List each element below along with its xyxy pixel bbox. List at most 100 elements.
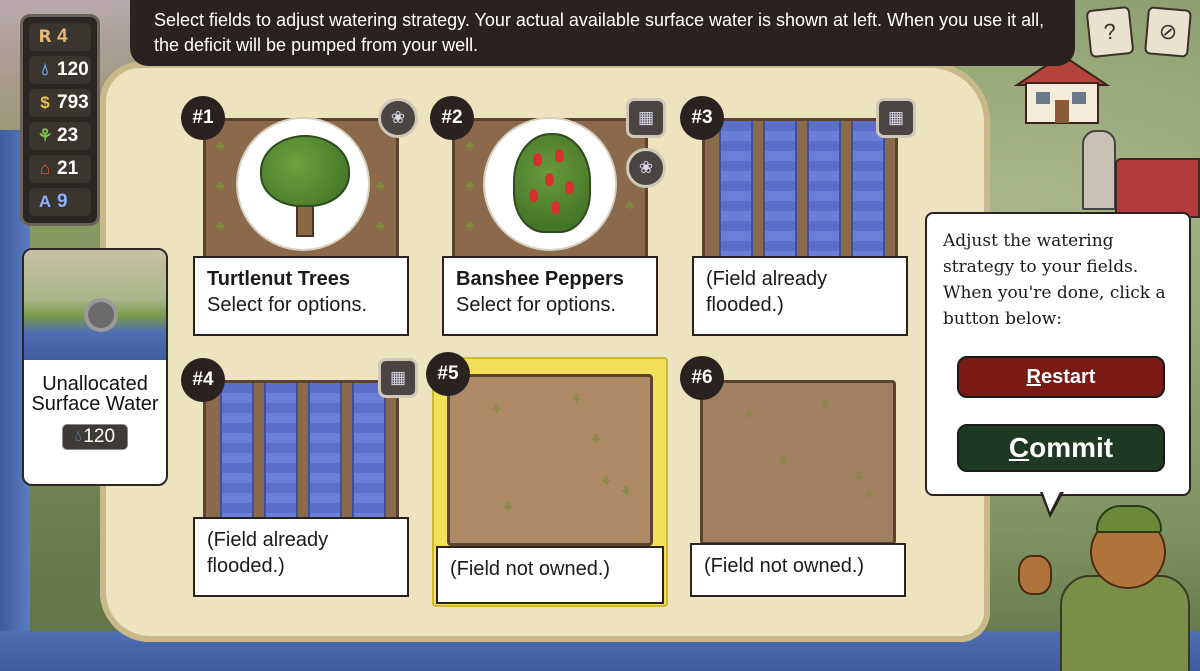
sapling-icon: ♣ bbox=[625, 197, 635, 213]
flood-water bbox=[352, 383, 386, 522]
community-stat: ⌂ 21 bbox=[29, 155, 91, 183]
dialog-text: Adjust the watering strategy to your fie… bbox=[943, 231, 1166, 329]
banner-text: Select fields to adjust watering strateg… bbox=[154, 10, 1045, 55]
stats-panel: R 4 💧︎ 120 $ 793 ⚘ 23 ⌂ 21 A 9 bbox=[20, 14, 100, 226]
weed-icon: ⚘ bbox=[777, 453, 790, 469]
weed-icon: ⚘ bbox=[570, 391, 583, 407]
unallocated-label: Unallocated Surface Water bbox=[31, 373, 159, 415]
unallocated-water-badge: 💧︎ 120 bbox=[62, 424, 128, 450]
farmhouse-illustration bbox=[1013, 53, 1111, 124]
field-2-caption[interactable]: Banshee Peppers Select for options. bbox=[442, 256, 658, 336]
house-icon: ⌂ bbox=[39, 159, 51, 178]
field-2-plot[interactable]: ♣ ♣ ♣ ♣ bbox=[452, 117, 648, 263]
restart-label: estart bbox=[1040, 365, 1096, 388]
field-5-number: #5 bbox=[426, 352, 470, 396]
crops-value: 23 bbox=[57, 125, 79, 146]
help-card-icon: ? bbox=[1102, 18, 1118, 45]
advisor-dialog: Adjust the watering strategy to your fie… bbox=[925, 212, 1191, 496]
sapling-icon: ♣ bbox=[376, 177, 386, 193]
weed-icon: ⚘ bbox=[620, 483, 633, 499]
solar-panel-icon: ▦ bbox=[626, 98, 666, 138]
agent-stat: A 9 bbox=[29, 188, 91, 216]
sapling-icon: ♣ bbox=[216, 217, 226, 233]
solar-panel-icon: ▦ bbox=[378, 358, 418, 398]
field-1-subtitle: Select for options. bbox=[207, 294, 368, 316]
round-stat: R 4 bbox=[29, 23, 91, 51]
sapling-icon: ♣ bbox=[376, 217, 386, 233]
field-3-caption[interactable]: (Field already flooded.) bbox=[692, 256, 908, 336]
field-1-number: #1 bbox=[181, 96, 225, 140]
restart-hotkey: R bbox=[1026, 365, 1041, 388]
sapling-icon: ♣ bbox=[465, 137, 475, 153]
sapling-icon: ♣ bbox=[465, 177, 475, 193]
field-1-caption[interactable]: Turtlenut Trees Select for options. bbox=[193, 256, 409, 336]
weed-icon: ⚘ bbox=[819, 397, 832, 413]
field-4-number: #4 bbox=[181, 358, 225, 402]
water-drop-icon: 💧︎ bbox=[41, 60, 49, 79]
field-2-number: #2 bbox=[430, 96, 474, 140]
flood-water bbox=[851, 121, 885, 260]
canal-pipe-illustration bbox=[24, 250, 166, 360]
instruction-banner: Select fields to adjust watering strateg… bbox=[130, 0, 1075, 66]
money-stat: $ 793 bbox=[29, 89, 91, 117]
field-6-number: #6 bbox=[680, 356, 724, 400]
community-value: 21 bbox=[57, 158, 79, 179]
field-2-title: Banshee Peppers bbox=[456, 268, 624, 290]
field-4-caption[interactable]: (Field already flooded.) bbox=[193, 517, 409, 597]
field-6-caption[interactable]: (Field not owned.) bbox=[690, 543, 906, 597]
water-value: 120 bbox=[57, 59, 89, 80]
toggle-overlay-button[interactable]: ⊘ bbox=[1143, 6, 1193, 58]
round-value: 4 bbox=[57, 26, 68, 47]
sapling-icon: ♣ bbox=[216, 177, 226, 193]
sprout-icon: ⚘ bbox=[37, 126, 53, 145]
agent-value: 9 bbox=[57, 191, 68, 212]
round-letter: R bbox=[38, 27, 52, 47]
solar-panel-icon: ▦ bbox=[876, 98, 916, 138]
field-4-subtitle: (Field already flooded.) bbox=[207, 529, 329, 577]
dialog-tail bbox=[1040, 490, 1064, 518]
money-bag-icon: $ bbox=[40, 93, 50, 112]
silo-illustration bbox=[1082, 130, 1116, 210]
commit-label: ommit bbox=[1029, 432, 1114, 463]
flood-water bbox=[763, 121, 797, 260]
crops-stat: ⚘ 23 bbox=[29, 122, 91, 150]
banshee-pepper-icon bbox=[483, 117, 617, 251]
money-value: 793 bbox=[57, 92, 89, 113]
field-2-subtitle: Select for options. bbox=[456, 294, 617, 316]
sprinkler-icon: ❀ bbox=[626, 148, 666, 188]
barn-illustration bbox=[1115, 158, 1200, 218]
weed-icon: ⚘ bbox=[853, 469, 866, 485]
sprinkler-icon: ❀ bbox=[378, 98, 418, 138]
unallocated-value: 120 bbox=[83, 426, 116, 447]
flood-water bbox=[308, 383, 342, 522]
field-6-plot[interactable]: ⚘ ⚘ ⚘ ⚘ ⚘ bbox=[700, 380, 896, 545]
weed-icon: ⚘ bbox=[590, 431, 603, 447]
help-card-button[interactable]: ? bbox=[1085, 5, 1135, 59]
field-5-caption[interactable]: (Field not owned.) bbox=[436, 546, 664, 604]
pipe-icon bbox=[84, 298, 118, 332]
flood-water bbox=[807, 121, 841, 260]
commit-hotkey: C bbox=[1008, 432, 1030, 463]
flood-water bbox=[264, 383, 298, 522]
field-4-plot[interactable] bbox=[203, 380, 399, 525]
field-6-subtitle: (Field not owned.) bbox=[704, 555, 865, 577]
weed-icon: ⚘ bbox=[600, 473, 613, 489]
unallocated-water-panel: Unallocated Surface Water 💧︎ 120 bbox=[22, 248, 168, 486]
sapling-icon: ♣ bbox=[465, 217, 475, 233]
field-5-plot[interactable]: ⚘ ⚘ ⚘ ⚘ ⚘ ⚘ bbox=[447, 374, 653, 546]
water-drop-icon: 💧︎ bbox=[74, 428, 82, 445]
field-3-plot[interactable] bbox=[702, 118, 898, 263]
weed-icon: ⚘ bbox=[490, 401, 503, 417]
no-leaf-icon: ⊘ bbox=[1157, 18, 1179, 45]
field-5-subtitle: (Field not owned.) bbox=[450, 558, 611, 580]
weed-icon: ⚘ bbox=[743, 407, 756, 423]
agent-letter: A bbox=[38, 192, 52, 211]
field-1-plot[interactable]: ♣ ♣ ♣ ♣ ♣ bbox=[203, 117, 399, 263]
field-1-title: Turtlenut Trees bbox=[207, 268, 350, 290]
field-3-number: #3 bbox=[680, 96, 724, 140]
flood-water bbox=[719, 121, 753, 260]
flood-water bbox=[220, 383, 254, 522]
beaver-advisor-character bbox=[1010, 505, 1200, 671]
